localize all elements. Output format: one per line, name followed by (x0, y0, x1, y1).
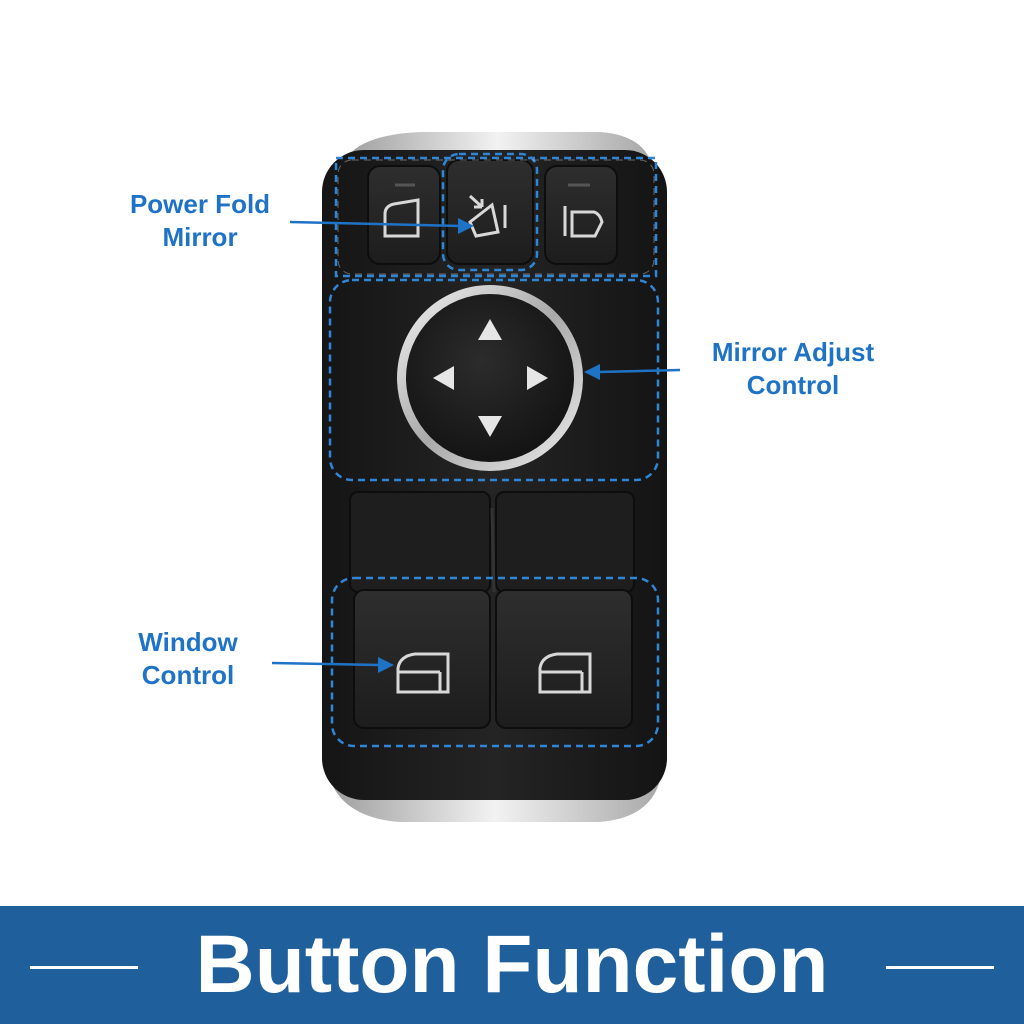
callout-line: Mirror Adjust (711, 337, 875, 367)
banner-title: Button Function (195, 919, 829, 1010)
window-icon (538, 652, 592, 694)
highlight-outlines-inner (337, 159, 655, 275)
window-left-button[interactable] (353, 589, 491, 729)
mirror-left-button[interactable] (367, 165, 441, 265)
title-banner: Button Function (0, 906, 1024, 1024)
window-control-callout: Window Control (112, 626, 264, 692)
window-icon (396, 652, 450, 694)
mirror-adjust-outline (328, 278, 660, 482)
power-fold-callout: Power Fold Mirror (104, 188, 296, 254)
banner-rule-left (30, 966, 138, 969)
mirror-adjust-knob[interactable] (406, 294, 574, 462)
power-fold-outline (441, 152, 539, 272)
power-fold-button[interactable] (446, 159, 534, 265)
mirror-icon (563, 206, 604, 238)
callout-line: Mirror (162, 222, 238, 252)
arrow-up-icon[interactable] (478, 319, 502, 340)
arrow-down-icon[interactable] (478, 416, 502, 437)
button-divider (490, 507, 496, 593)
mirror-icon (383, 198, 420, 238)
callout-line: Control (746, 370, 840, 400)
callout-line: Window (138, 627, 238, 657)
callout-line: Power Fold (129, 189, 271, 219)
highlight-outlines (328, 152, 660, 748)
mirror-adjust-callout: Mirror Adjust Control (680, 336, 906, 402)
arrow-left-icon[interactable] (433, 366, 454, 390)
callout-line: Control (141, 660, 235, 690)
window-right-button[interactable] (495, 589, 633, 729)
callout-arrows (271, 218, 681, 673)
window-control-outline (330, 576, 660, 748)
mirror-right-button[interactable] (544, 165, 618, 265)
arrow-right-icon[interactable] (527, 366, 548, 390)
power-fold-mirror-icon (468, 194, 507, 238)
banner-rule-right (886, 966, 994, 969)
top-row-outline (334, 156, 658, 278)
